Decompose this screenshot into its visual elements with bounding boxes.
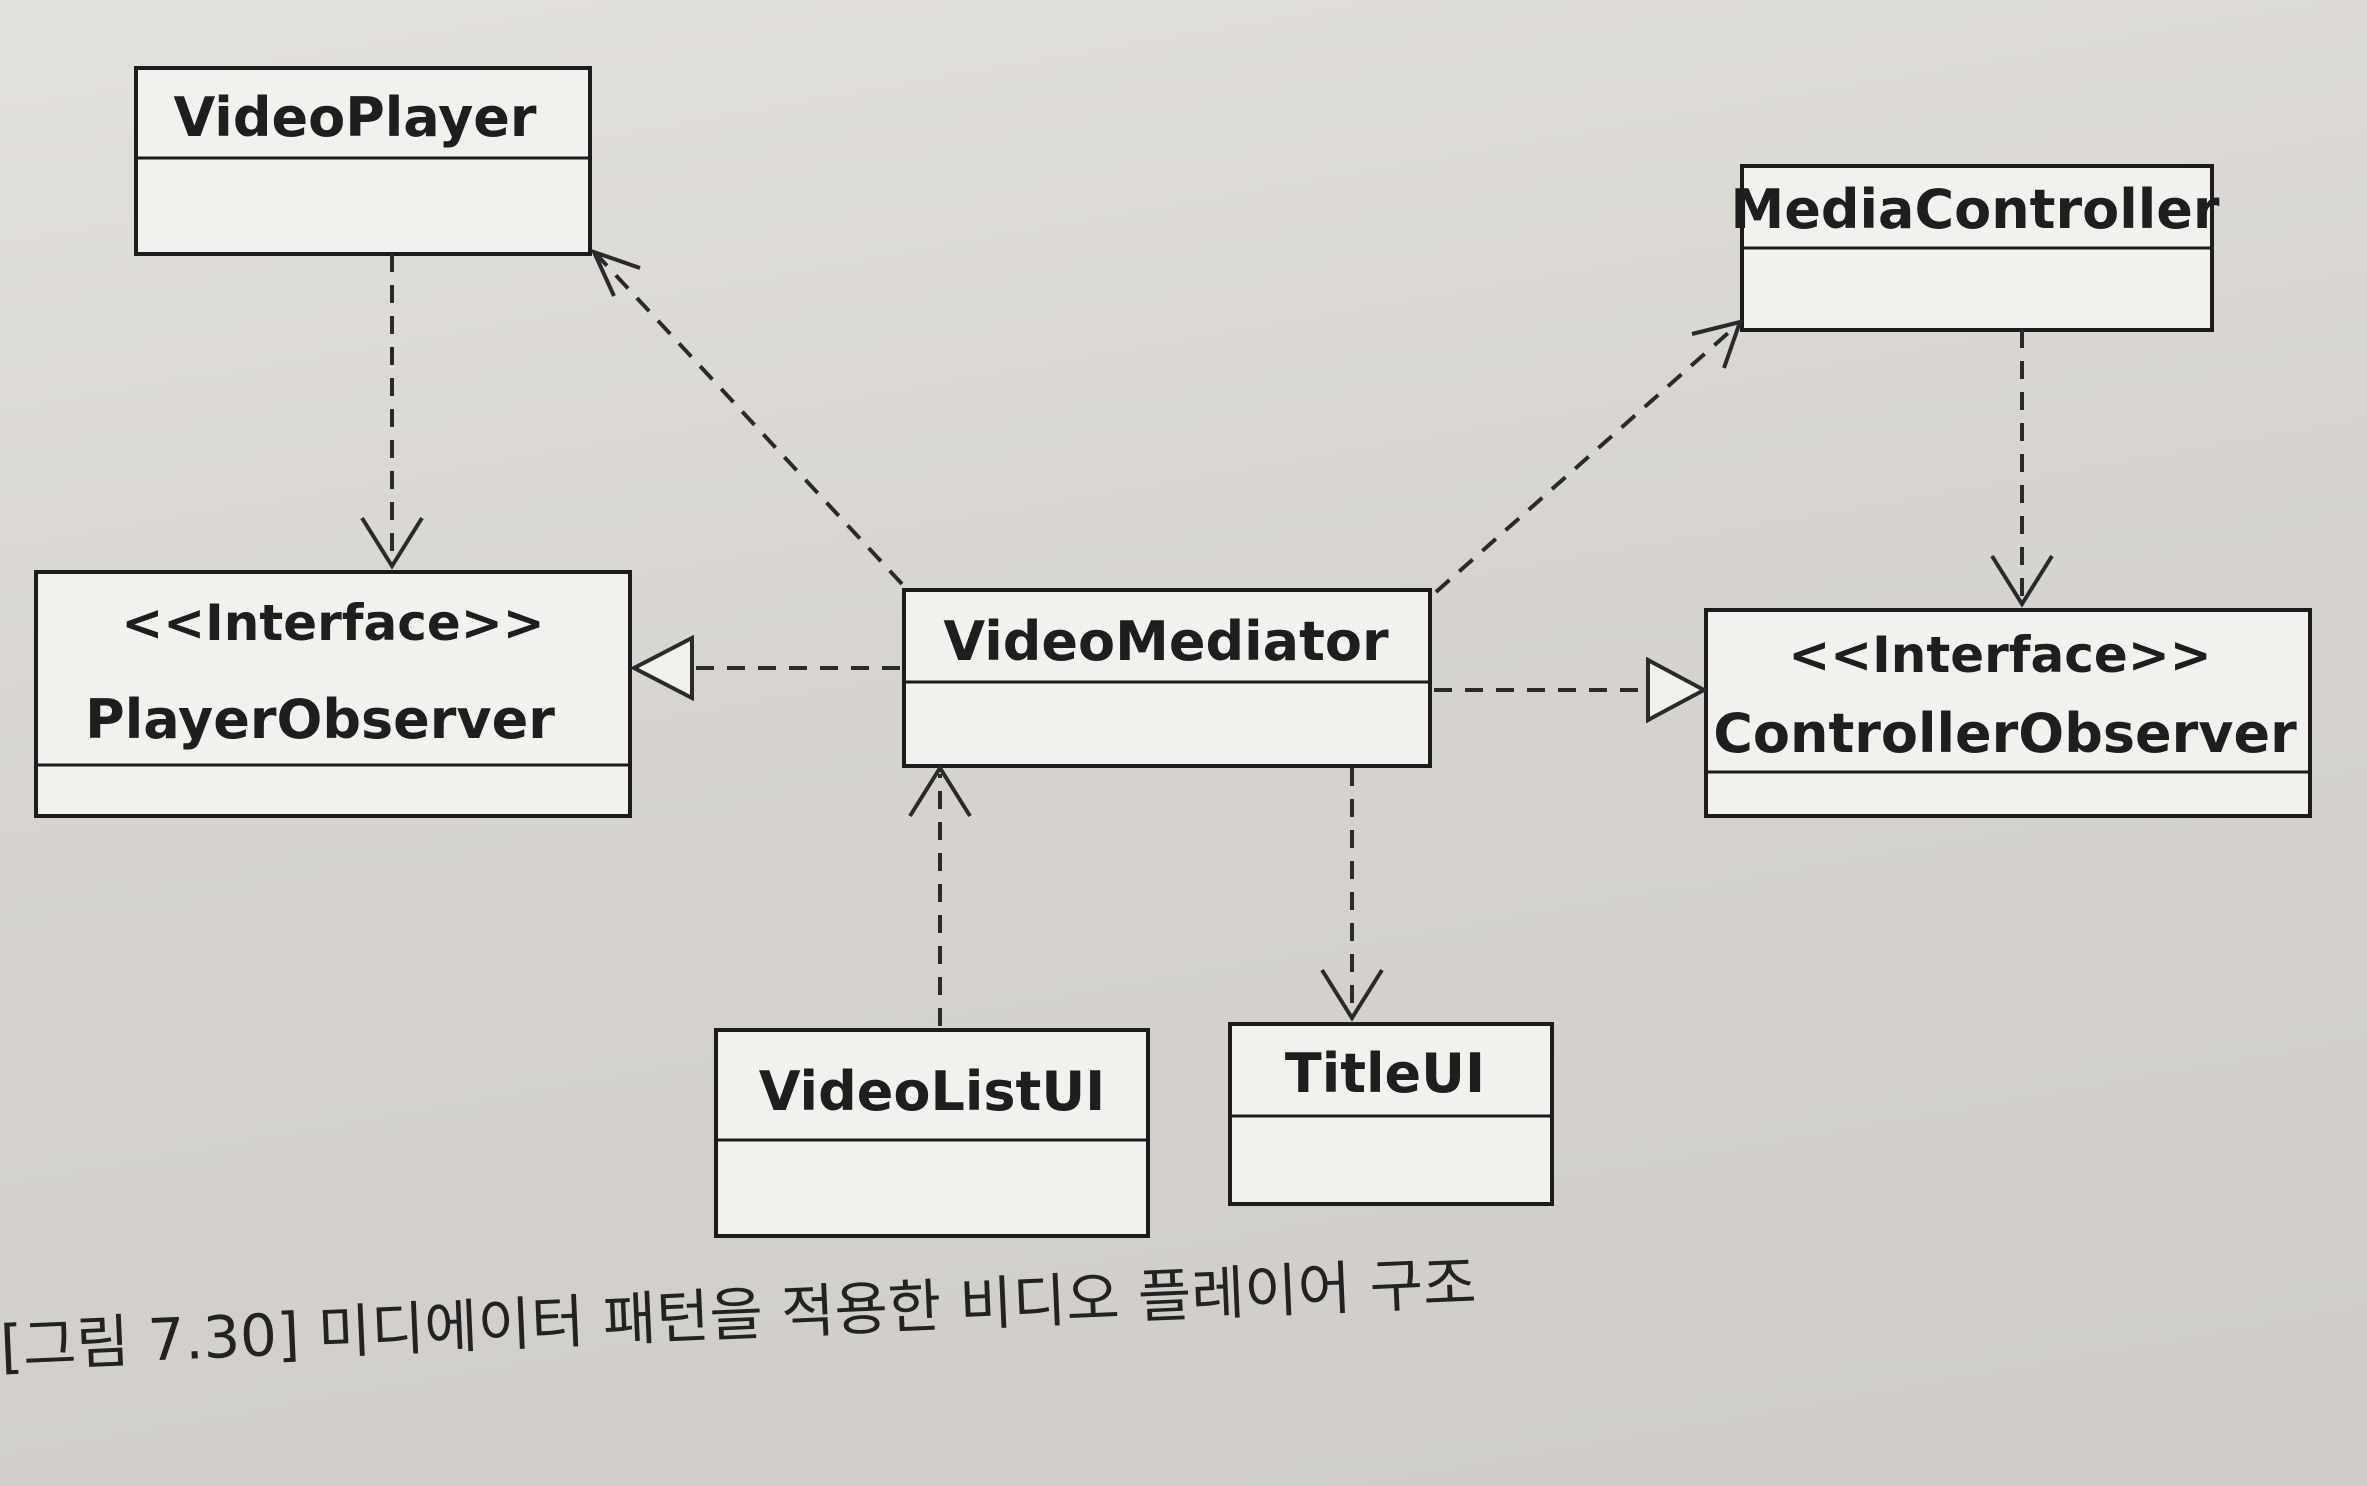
- dependency-videomediator-to-titleui: [1320, 768, 1384, 1022]
- class-name: ControllerObserver: [1713, 702, 2297, 765]
- dependency-videoplayer-to-playerobserver: [360, 254, 424, 570]
- realization-videomediator-to-controllerobserver: [1434, 656, 1709, 724]
- class-box: [902, 588, 1432, 768]
- open-arrowhead: [1320, 968, 1384, 1022]
- class-title-ui: TitleUI: [1228, 1022, 1554, 1206]
- class-box: [34, 570, 632, 818]
- class-controller-observer: <<Interface>> ControllerObserver: [1704, 608, 2312, 818]
- realization-videomediator-to-playerobserver: [629, 634, 900, 702]
- interface-stereotype: <<Interface>>: [121, 594, 544, 652]
- class-video-list-ui: VideoListUI: [714, 1028, 1150, 1238]
- dependency-videomediator-to-mediacontroller: [1434, 319, 1744, 594]
- class-name: VideoPlayer: [173, 86, 536, 149]
- open-arrowhead: [1990, 554, 2054, 608]
- open-arrowhead: [360, 516, 424, 570]
- open-arrowhead: [908, 764, 972, 818]
- class-box: [1228, 1022, 1554, 1206]
- class-box: [134, 66, 592, 256]
- class-name: MediaController: [1731, 178, 2220, 241]
- class-name: VideoListUI: [759, 1060, 1106, 1123]
- hollow-triangle-head: [629, 634, 694, 702]
- class-name: TitleUI: [1285, 1042, 1485, 1105]
- open-arrowhead: [590, 248, 641, 297]
- dependency-videolistui-to-videomediator: [908, 764, 972, 1026]
- hollow-triangle-head: [1646, 656, 1709, 724]
- class-media-controller: MediaController: [1731, 164, 2220, 332]
- open-arrowhead: [1691, 319, 1744, 369]
- dashed-line: [1434, 324, 1738, 594]
- dashed-line: [596, 254, 904, 586]
- class-video-mediator: VideoMediator: [902, 588, 1432, 768]
- class-player-observer: <<Interface>> PlayerObserver: [34, 570, 632, 818]
- interface-stereotype: <<Interface>>: [1788, 626, 2211, 684]
- class-box: [1704, 608, 2312, 818]
- class-box: [714, 1028, 1150, 1238]
- dependency-videomediator-to-videoplayer: [590, 248, 904, 586]
- class-name: VideoMediator: [943, 610, 1389, 673]
- class-video-player: VideoPlayer: [134, 66, 592, 256]
- class-name: PlayerObserver: [85, 688, 555, 751]
- dependency-mediacontroller-to-controllerobserver: [1990, 330, 2054, 608]
